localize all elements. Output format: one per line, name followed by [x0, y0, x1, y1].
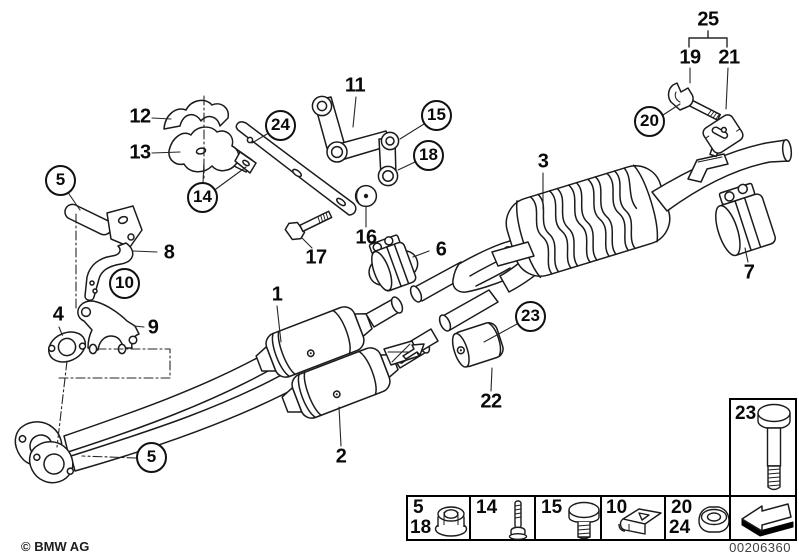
callout-5-flange[interactable]: 5	[136, 442, 167, 473]
callout-20[interactable]: 20	[634, 106, 665, 137]
catalytic-converter-1	[255, 306, 373, 378]
callout-17[interactable]: 17	[305, 246, 327, 269]
callout-12[interactable]: 12	[129, 105, 151, 128]
callout-10[interactable]: 10	[109, 268, 140, 299]
callout-15[interactable]: 15	[421, 100, 452, 131]
callout-21[interactable]: 21	[718, 46, 740, 69]
bolt-17	[284, 210, 333, 241]
clamp-6	[368, 234, 419, 292]
callout-22[interactable]: 22	[480, 390, 502, 413]
hex-bolt-icon	[568, 501, 600, 540]
diagram-part-number: 00206360	[729, 540, 791, 555]
callout-25[interactable]: 25	[697, 8, 719, 31]
support-bracket-8	[64, 203, 143, 301]
center-muffler	[491, 164, 671, 279]
legend-label-24: 24	[669, 517, 691, 538]
callout-13[interactable]: 13	[129, 141, 151, 164]
damper-mount-bracket	[383, 340, 425, 366]
direction-arrow-icon	[741, 503, 794, 537]
legend-label-23: 23	[735, 403, 757, 424]
legend-cell-10[interactable]: 10	[600, 495, 666, 541]
callout-14[interactable]: 14	[187, 182, 218, 213]
legend-cell-14[interactable]: 14	[469, 495, 536, 541]
legend-label-18: 18	[410, 517, 432, 538]
legend-label-15: 15	[541, 497, 563, 518]
front-flanges	[14, 421, 75, 484]
callout-23[interactable]: 23	[515, 301, 546, 332]
gasket-4	[47, 331, 87, 363]
shoulder-bolt-icon	[757, 403, 791, 491]
hex-nut-icon	[698, 506, 730, 533]
callout-9[interactable]: 9	[147, 316, 159, 339]
flange-nut-icon	[434, 506, 468, 537]
callout-7[interactable]: 7	[743, 261, 755, 284]
legend-label-14: 14	[476, 497, 498, 518]
callout-24[interactable]: 24	[265, 110, 296, 141]
tailpipe	[651, 139, 793, 212]
callout-4[interactable]: 4	[52, 303, 64, 326]
clamp-7	[715, 182, 777, 257]
bracket-11	[311, 95, 400, 187]
callout-5-bracket[interactable]: 5	[45, 165, 76, 196]
legend-label-10: 10	[606, 497, 628, 518]
legend-cell-arrow[interactable]	[729, 495, 797, 541]
legend-label-5: 5	[413, 497, 424, 518]
rubber-mount-21	[702, 114, 744, 158]
callout-2[interactable]: 2	[335, 445, 347, 468]
callout-16[interactable]: 16	[355, 226, 377, 249]
bracket-9	[77, 300, 140, 355]
legend-cell-20-24[interactable]: 20 24	[664, 495, 731, 541]
legend-label-20: 20	[671, 497, 693, 518]
leader-lines	[55, 30, 749, 459]
legend-detail-box-23[interactable]: 23	[729, 398, 797, 497]
callout-8[interactable]: 8	[163, 241, 175, 264]
callout-6[interactable]: 6	[435, 238, 447, 261]
callout-3[interactable]: 3	[537, 150, 549, 173]
hanger-hook-19	[667, 82, 722, 121]
callout-1[interactable]: 1	[271, 283, 283, 306]
callout-18[interactable]: 18	[413, 140, 444, 171]
vibration-damper-22	[451, 322, 504, 368]
clamp-half-12	[163, 99, 230, 130]
legend-cell-5-18[interactable]: 5 18	[406, 495, 471, 541]
pipe-tab-bracket	[687, 153, 729, 183]
clamp-block-icon	[618, 508, 662, 535]
legend-cell-15[interactable]: 15	[534, 495, 602, 541]
pan-head-screw-icon	[508, 500, 528, 541]
support-bar-24	[234, 121, 357, 216]
callout-19[interactable]: 19	[679, 46, 701, 69]
callout-11[interactable]: 11	[344, 74, 366, 97]
grommet-16	[354, 184, 378, 208]
copyright-notice: © BMW AG	[21, 539, 90, 554]
